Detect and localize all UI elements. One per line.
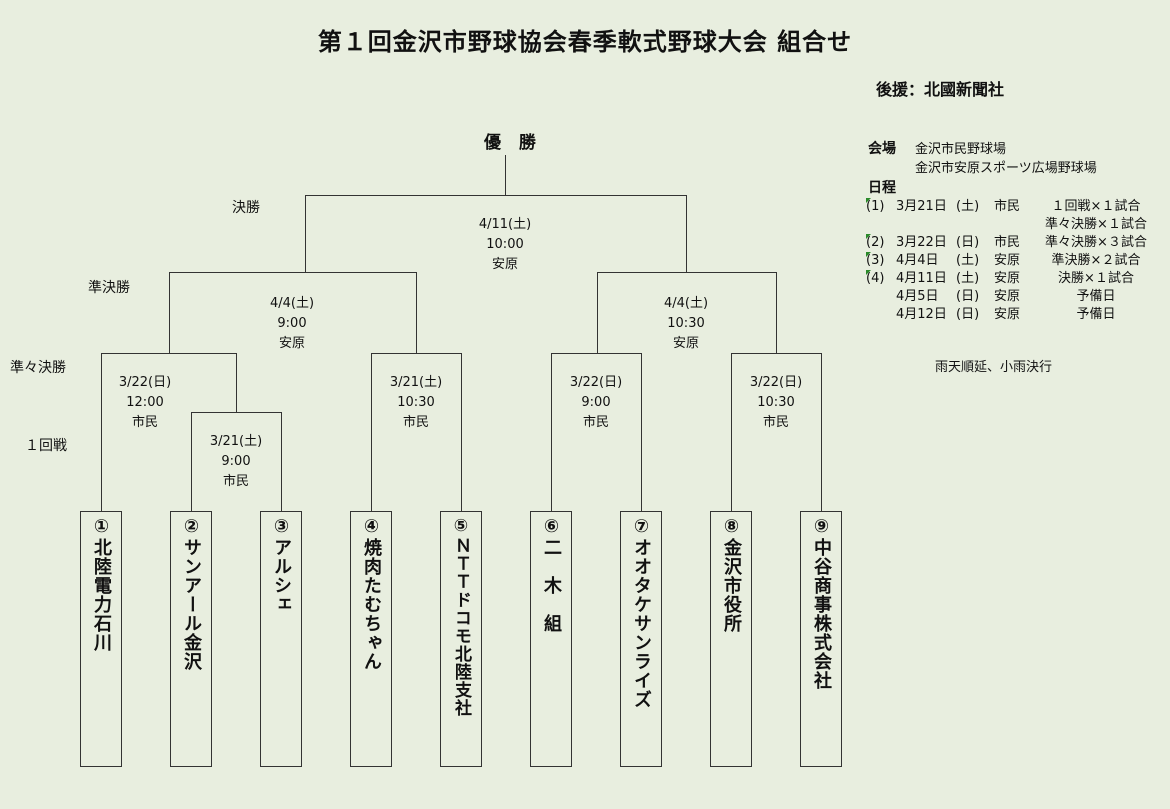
match-date: 3/21(土) [389, 375, 443, 390]
team-box: ①北陸電力石川 [80, 511, 122, 767]
match-date: 4/4(土) [269, 296, 315, 311]
match-venue: 安原 [278, 336, 305, 351]
schedule-cell [956, 216, 994, 234]
schedule-cell: 予備日 [1076, 307, 1116, 322]
team-box: ⑦オオタケサンライズ [620, 511, 662, 767]
schedule-cell: 安原 [994, 289, 1021, 304]
schedule-cell: 準々決勝×１試合 [1045, 217, 1147, 232]
schedule-cell: 4月5日 [896, 289, 939, 304]
match-semi2: 4/4(土) 10:30 安原 [626, 294, 746, 354]
schedule-row: (3) 4月4日 (土) 安原 準決勝×２試合 [866, 252, 1156, 270]
weather-note: 雨天順延、小雨決行 [935, 360, 1053, 375]
round-label-first: １回戦 [25, 438, 67, 454]
match-time: 10:30 [397, 395, 435, 410]
schedule-cell: 予備日 [1076, 289, 1116, 304]
schedule-cell: (1) [866, 199, 885, 214]
schedule-cell: 4月12日 [896, 307, 947, 322]
schedule-cell: 3月22日 [896, 235, 947, 250]
team-box: ②サンアール金沢 [170, 511, 212, 767]
match-venue: 安原 [491, 257, 518, 272]
match-semi1: 4/4(土) 9:00 安原 [232, 294, 352, 354]
match-date: 3/22(日) [118, 375, 172, 390]
match-qf4: 3/22(日) 10:30 市民 [716, 373, 836, 433]
match-time: 10:00 [486, 237, 524, 252]
match-qf3: 3/22(日) 9:00 市民 [536, 373, 656, 433]
match-time: 9:00 [277, 316, 307, 331]
schedule-cell [866, 306, 896, 324]
match-r1: 3/21(土) 9:00 市民 [176, 432, 296, 492]
schedule-row: 4月12日 (日) 安原 予備日 [866, 306, 1156, 324]
match-time: 10:30 [757, 395, 795, 410]
team-box: ⑥二 木 組 [530, 511, 572, 767]
team-box: ⑧金沢市役所 [710, 511, 752, 767]
round-label-semi: 準決勝 [88, 280, 130, 296]
match-date: 3/22(日) [749, 375, 803, 390]
schedule-cell: 安原 [994, 253, 1021, 268]
schedule-cell: (2) [866, 235, 885, 250]
round-label-quarter: 準々決勝 [10, 360, 66, 376]
champion-label: 優 勝 [484, 133, 542, 153]
schedule-cell: 安原 [994, 271, 1021, 286]
schedule-cell: 市民 [994, 199, 1021, 214]
venue-item: 金沢市安原スポーツ広場野球場 [915, 161, 1097, 176]
schedule-cell: 安原 [994, 307, 1021, 322]
schedule-row: (2) 3月22日 (日) 市民 準々決勝×３試合 [866, 234, 1156, 252]
match-time: 9:00 [221, 454, 251, 469]
schedule-cell: 4月4日 [896, 253, 939, 268]
team-box: ⑨中谷商事株式会社 [800, 511, 842, 767]
schedule-cell: (日) [956, 307, 980, 322]
match-qf2: 3/21(土) 10:30 市民 [356, 373, 476, 433]
match-time: 9:00 [581, 395, 611, 410]
schedule-row: 準々決勝×１試合 [866, 216, 1156, 234]
match-date: 4/4(土) [663, 296, 709, 311]
match-qf1: 3/22(日) 12:00 市民 [85, 373, 205, 433]
sponsor: 後援：北國新聞社 [876, 80, 1005, 99]
schedule-cell: (3) [866, 253, 885, 268]
schedule-row: 4月5日 (日) 安原 予備日 [866, 288, 1156, 306]
match-time: 12:00 [126, 395, 164, 410]
venue-label: 会場 [868, 141, 896, 157]
schedule-cell: (4) [866, 271, 885, 286]
schedule-cell: (日) [956, 235, 980, 250]
schedule-cell: 4月11日 [896, 271, 947, 286]
schedule-cell [896, 216, 956, 234]
match-final: 4/11(土) 10:00 安原 [445, 215, 565, 275]
schedule-cell: 市民 [994, 235, 1021, 250]
schedule-label: 日程 [868, 180, 896, 196]
venue-item: 金沢市民野球場 [915, 142, 1007, 157]
schedule-cell: 3月21日 [896, 199, 947, 214]
schedule-table: (1) 3月21日 (土) 市民 １回戦×１試合準々決勝×１試合 (2) 3月22日 (日) 市… [866, 198, 1156, 324]
schedule-cell: (土) [956, 199, 980, 214]
match-date: 3/22(日) [569, 375, 623, 390]
match-venue: 市民 [582, 415, 609, 430]
match-venue: 市民 [222, 474, 249, 489]
schedule-cell: (土) [956, 271, 980, 286]
team-box: ③アルシェ [260, 511, 302, 767]
schedule-cell: １回戦×１試合 [1051, 199, 1141, 214]
schedule-cell: 準々決勝×３試合 [1045, 235, 1147, 250]
schedule-cell: (日) [956, 289, 980, 304]
match-time: 10:30 [667, 316, 705, 331]
page-title: 第１回金沢市野球協会春季軟式野球大会 組合せ [317, 28, 853, 56]
match-date: 3/21(土) [209, 434, 263, 449]
schedule-cell [994, 216, 1036, 234]
round-label-final: 決勝 [232, 200, 260, 216]
team-box: ⑤ＮＴＴドコモ北陸支社 [440, 511, 482, 767]
schedule-cell [866, 288, 896, 306]
team-box: ④焼肉たむちゃん [350, 511, 392, 767]
schedule-cell: 決勝×１試合 [1058, 271, 1134, 286]
schedule-cell [866, 216, 896, 234]
match-venue: 市民 [762, 415, 789, 430]
schedule-cell: (土) [956, 253, 980, 268]
match-venue: 安原 [672, 336, 699, 351]
schedule-row: (1) 3月21日 (土) 市民 １回戦×１試合 [866, 198, 1156, 216]
match-date: 4/11(土) [478, 217, 532, 232]
schedule-cell: 準決勝×２試合 [1051, 253, 1141, 268]
match-venue: 市民 [131, 415, 158, 430]
schedule-row: (4) 4月11日 (土) 安原 決勝×１試合 [866, 270, 1156, 288]
match-venue: 市民 [402, 415, 429, 430]
